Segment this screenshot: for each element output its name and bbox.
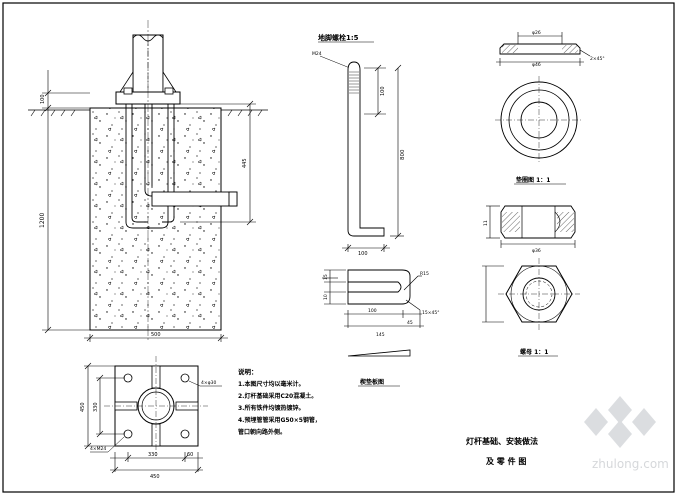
title-line-2: 及 零 件 图 [486,456,526,466]
dim-plate-right: 60 [187,452,193,458]
nut-detail: 11 φ36 螺母 1：1 [482,205,580,357]
dim-shim-gap: 45 [407,320,413,326]
washer-side-view [499,43,581,55]
notes-block: 说明： 1.本图尺寸均以毫米计。 2.灯杆基础采用C20混凝土。 3.所有铁件均… [238,367,321,436]
dim-plate-left-outer: 450 [80,402,86,412]
bolt-hole [180,373,190,383]
shim-detail: 15 10 100 45 145 R15 15×45° 楔垫板图 [322,269,439,387]
dim-plate-width: 450 [150,474,160,480]
title-line-1: 灯杆基础、安装做法 [466,436,538,446]
washer-chamfer-label: 2×45° [590,56,605,62]
notes-heading: 说明： [238,367,258,376]
shim-title: 楔垫板图 [360,378,384,386]
washer-detail: φ26 φ46 2×45° 垫圈图 1：1 [495,30,605,185]
note-item: 4.预埋管管采用G50×5钢管， [238,416,321,424]
anchor-bolts-label: 4×M24 [90,446,106,452]
dim-embed-depth: 445 [242,158,248,168]
dim-bolt-total: 800 [400,149,406,160]
foundation-section: 100 1200 445 500 [28,20,268,342]
note-item: 管口朝向路外侧。 [238,428,286,436]
note-item: 1.本图尺寸均以毫米计。 [238,380,304,388]
concrete-block [89,107,222,331]
anchor-bolt-title: 地脚螺栓1:5 [318,33,359,42]
title-block: 灯杆基础、安装做法 及 零 件 图 [466,436,538,466]
dim-washer-outer: φ46 [532,62,541,68]
bolt-holes-label: 4×φ30 [201,380,216,386]
note-item: 3.所有铁件均镀热镀锌。 [238,404,304,412]
bolt-hole [123,429,133,439]
shim-radius-label: R15 [420,271,429,277]
dim-above-ground: 100 [40,94,46,104]
shim-plate [347,269,411,305]
dim-plate-left-inner: 330 [93,402,99,412]
dim-nut-height: 11 [483,220,489,226]
nut-title: 螺母 1：1 [520,348,548,356]
note-item: 2.灯杆基础采用C20混凝土。 [238,392,317,400]
dim-shim-w2: 145 [376,332,385,338]
dim-foundation-width: 500 [151,332,161,338]
dim-shim-h1: 15 [323,274,329,280]
dim-bolt-thread: 100 [380,86,386,96]
shim-chamfer-label: 15×45° [422,310,439,316]
conduit-pipe [151,191,238,207]
watermark: zhulong.com [584,396,669,471]
base-plate-plan: 450 330 330 60 450 4×φ30 4×M24 [80,356,222,480]
dim-nut-width: φ36 [532,248,541,254]
washer-title: 垫圈图 1：1 [516,176,550,184]
dim-bolt-foot: 100 [358,251,368,257]
dim-washer-inner: φ26 [532,30,541,36]
dim-shim-w1: 100 [368,308,377,314]
bolt-hole [123,373,133,383]
watermark-logo-icon [584,396,656,448]
bolt-thread-label: M24 [312,51,322,57]
dim-foundation-height: 1200 [39,213,46,228]
watermark-text: zhulong.com [592,457,669,471]
anchor-bolt-shape [347,61,385,237]
wedge-side-view [347,349,411,357]
bolt-hole [180,429,190,439]
dim-shim-h2: 10 [323,294,329,300]
anchor-bolt-detail: 地脚螺栓1:5 M24 100 8 [312,33,406,257]
dim-plate-inner-h: 330 [148,452,158,458]
